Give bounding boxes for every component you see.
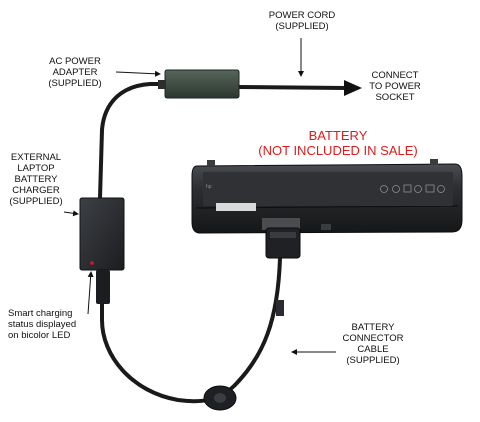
label-line: (NOT INCLUDED IN SALE) xyxy=(258,143,418,158)
external-charger-label: EXTERNAL LAPTOP BATTERY CHARGER (SUPPLIE… xyxy=(4,152,68,207)
ac-power-adapter xyxy=(158,69,240,99)
connector-cable-label: BATTERY CONNECTOR CABLE (SUPPLIED) xyxy=(334,322,412,366)
svg-text:hp: hp xyxy=(206,184,212,190)
label-line: (SUPPLIED) xyxy=(275,21,329,32)
label-line: BATTERY xyxy=(308,128,368,143)
battery-label xyxy=(203,172,453,206)
label-line: (SUPPLIED) xyxy=(346,355,400,366)
battery-socket xyxy=(262,218,300,230)
label-line: CHARGER xyxy=(12,185,60,196)
label-line: CONNECT xyxy=(371,70,419,81)
label-line: (SUPPLIED) xyxy=(48,78,102,89)
label-line: BATTERY xyxy=(14,174,58,185)
adapter-output-cable xyxy=(98,82,165,199)
ac-adapter-label: AC POWER ADAPTER (SUPPLIED) xyxy=(30,56,120,89)
label-line: AC POWER xyxy=(49,56,101,67)
led-status-label: Smart charging status displayed on bicol… xyxy=(8,308,76,341)
battery-connector-cable xyxy=(100,257,282,404)
label-line: BATTERY xyxy=(351,322,395,333)
bicolor-led xyxy=(90,261,94,265)
battery-connector-plug xyxy=(265,227,301,259)
battery-pack: hp xyxy=(191,159,463,234)
label-line: CONNECTOR xyxy=(342,333,404,344)
label-line: on bicolor LED xyxy=(8,330,71,341)
label-line: SOCKET xyxy=(375,92,415,103)
label-line: EXTERNAL xyxy=(10,152,62,163)
label-line: (SUPPLIED) xyxy=(9,196,63,207)
label-line: CABLE xyxy=(357,344,389,355)
label-line: TO POWER xyxy=(369,81,421,92)
certification-icons xyxy=(380,184,445,193)
external-charger xyxy=(79,197,125,271)
connect-socket-label: CONNECT TO POWER SOCKET xyxy=(356,70,434,103)
battery-label-text: BATTERY (NOT INCLUDED IN SALE) xyxy=(250,128,426,158)
power-cord-label: POWER CORD (SUPPLIED) xyxy=(256,10,348,32)
leader-lines xyxy=(63,38,336,355)
label-line: ADAPTER xyxy=(52,67,98,78)
label-line: POWER CORD xyxy=(268,10,336,21)
ferrite-bead xyxy=(203,385,237,411)
power-cord xyxy=(237,80,362,96)
label-line: status displayed xyxy=(8,319,77,330)
label-line: LAPTOP xyxy=(17,163,55,174)
label-line: Smart charging xyxy=(8,308,73,319)
